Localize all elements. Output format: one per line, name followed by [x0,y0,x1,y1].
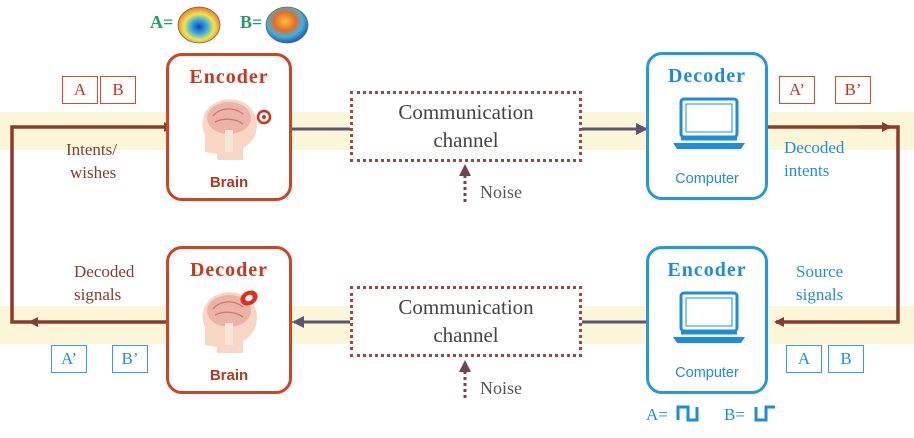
input-tile-b: B [100,76,136,104]
brain-label: Brain [209,174,249,191]
decoded-intents-label: Decoded intents [784,138,845,180]
waveform-a-icon [676,405,699,422]
bottom-computer-label: Computer [675,365,739,381]
input-tile-a: A [62,76,98,104]
brain-map-b-icon [265,6,309,44]
bottom-eq-b-label: B= [724,405,745,424]
decoded-signals-label: Decoded signals [74,262,135,304]
decoder-computer-box: Decoder Computer [646,52,768,200]
encoder-title: Encoder [189,66,269,88]
laptop-icon [673,97,745,149]
eq-b-label: B= [240,12,263,32]
bottom-output-tile-b-prime: B’ [112,345,148,373]
bottom-decoder-title: Decoder [189,259,269,281]
computer-label: Computer [675,171,739,187]
waveform-b-icon [754,405,775,422]
source-signals-label: Source signals [796,262,844,304]
output-tile-a-prime: A’ [779,76,815,104]
loop-right-arrow [768,125,900,327]
encoder-brain-box: Encoder Brain [166,53,292,201]
stimulator-icon [240,290,258,306]
communication-channel-bottom: Communication channel [350,286,582,357]
bottom-eq-a-label: A= [646,405,668,424]
decoder-title: Decoder [667,65,747,87]
brain-map-a-icon [177,6,221,44]
communication-channel-top: Communication channel [350,91,582,162]
laptop-icon-bottom [673,291,745,343]
intents-wishes-label: Intents/ wishes [66,140,117,182]
bottom-output-tile-a-prime: A’ [51,345,87,373]
output-tile-b-prime: B’ [835,76,871,104]
brain-head-icon [202,99,257,160]
electrode-icon [256,109,272,125]
encoder-computer-box: Encoder Computer [646,246,768,394]
noise-label-top: Noise [480,182,522,202]
bottom-encoder-title: Encoder [667,259,747,281]
eq-a-label: A= [150,12,174,32]
bottom-input-tile-a: A [786,345,822,373]
noise-label-bottom: Noise [480,378,522,398]
bottom-input-tile-b: B [828,345,864,373]
loop-left-arrow [10,122,174,324]
brain-head-icon-bottom [202,292,257,353]
decoder-brain-box: Decoder Brain [166,246,292,394]
bottom-brain-label: Brain [209,367,249,384]
